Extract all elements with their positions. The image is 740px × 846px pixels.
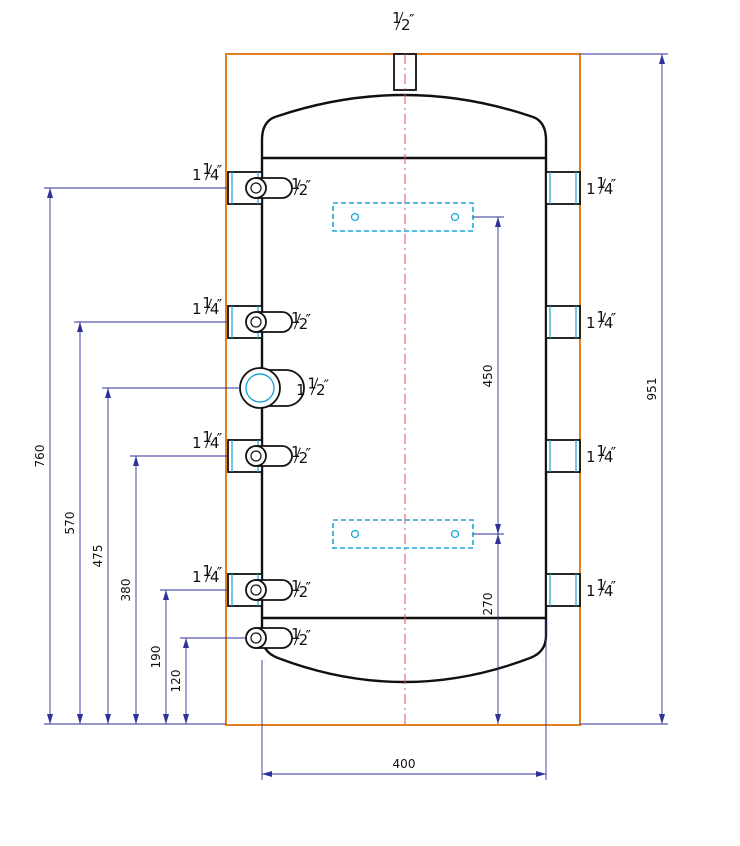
svg-text:1: 1 (202, 160, 212, 178)
dim-400: 400 (393, 757, 416, 771)
svg-text:1: 1 (307, 374, 317, 392)
small-connection-label: 12″ (291, 309, 311, 333)
svg-text:″: ″ (611, 176, 617, 194)
svg-text:″: ″ (305, 627, 311, 645)
svg-text:2: 2 (299, 315, 309, 333)
heat-exchanger-upper (332, 202, 474, 232)
small-connection-label: 12″ (291, 625, 311, 649)
dim-951: 951 (645, 378, 659, 401)
svg-text:2: 2 (401, 16, 411, 34)
svg-text:1: 1 (586, 448, 596, 466)
dimension-lines (44, 53, 668, 780)
small-connections (245, 177, 293, 649)
large-connection (239, 367, 305, 409)
svg-text:4: 4 (210, 166, 220, 184)
svg-text:1: 1 (586, 582, 596, 600)
svg-text:1: 1 (291, 309, 301, 327)
svg-text:4: 4 (604, 314, 614, 332)
svg-text:″: ″ (409, 11, 415, 29)
svg-text:″: ″ (324, 376, 330, 394)
small-connection-label: 12″ (291, 175, 311, 199)
svg-text:2: 2 (299, 181, 309, 199)
dim-450: 450 (481, 365, 495, 388)
svg-text:2: 2 (316, 381, 326, 399)
dimension-labels: 760 570 475 380 190 120 951 450 270 400 (33, 365, 659, 771)
svg-text:1: 1 (291, 625, 301, 643)
svg-text:1: 1 (202, 294, 212, 312)
svg-text:1: 1 (192, 568, 202, 586)
svg-text:4: 4 (210, 434, 220, 452)
svg-text:1: 1 (596, 308, 606, 326)
svg-text:″: ″ (305, 579, 311, 597)
svg-text:1: 1 (291, 175, 301, 193)
dim-380: 380 (119, 579, 133, 602)
svg-text:4: 4 (604, 582, 614, 600)
dim-570: 570 (63, 512, 77, 535)
small-connection-label: 12″ (291, 443, 311, 467)
svg-text:″: ″ (305, 445, 311, 463)
svg-text:4: 4 (604, 448, 614, 466)
svg-text:2: 2 (299, 583, 309, 601)
dim-120: 120 (169, 670, 183, 693)
heat-exchanger-lower (332, 519, 474, 549)
svg-text:1: 1 (296, 381, 306, 399)
dim-760: 760 (33, 445, 47, 468)
right-port-stubs (545, 171, 581, 607)
svg-text:″: ″ (217, 430, 223, 448)
svg-text:1: 1 (596, 442, 606, 460)
svg-text:4: 4 (210, 300, 220, 318)
svg-text:1: 1 (202, 428, 212, 446)
svg-text:1: 1 (392, 9, 402, 27)
small-connection-label: 12″ (291, 577, 311, 601)
svg-text:1: 1 (202, 562, 212, 580)
svg-text:4: 4 (210, 568, 220, 586)
svg-text:″: ″ (305, 311, 311, 329)
svg-text:″: ″ (611, 578, 617, 596)
svg-text:″: ″ (611, 444, 617, 462)
svg-text:″: ″ (217, 296, 223, 314)
svg-text:″: ″ (305, 177, 311, 195)
svg-text:1: 1 (586, 180, 596, 198)
svg-text:1: 1 (596, 174, 606, 192)
svg-text:2: 2 (299, 449, 309, 467)
svg-text:1: 1 (192, 166, 202, 184)
svg-text:1: 1 (192, 434, 202, 452)
dim-270: 270 (481, 593, 495, 616)
dim-475: 475 (91, 545, 105, 568)
svg-text:″: ″ (611, 310, 617, 328)
svg-text:1: 1 (192, 300, 202, 318)
svg-text:2: 2 (299, 631, 309, 649)
svg-text:1: 1 (586, 314, 596, 332)
dim-190: 190 (149, 646, 163, 669)
svg-text:″: ″ (217, 162, 223, 180)
svg-text:″: ″ (217, 564, 223, 582)
svg-text:1: 1 (291, 443, 301, 461)
tank-body (260, 93, 548, 684)
svg-text:1: 1 (596, 576, 606, 594)
svg-text:4: 4 (604, 180, 614, 198)
svg-text:1: 1 (291, 577, 301, 595)
